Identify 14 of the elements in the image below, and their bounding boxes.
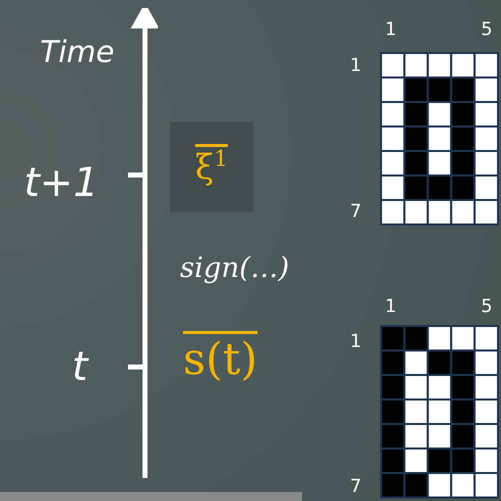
axis-label: s(t) xyxy=(183,338,258,382)
axis-label: 1 xyxy=(350,333,362,351)
axis-label: t+1 xyxy=(24,163,99,203)
axis-label: 5 xyxy=(481,21,492,39)
axis-label: 7 xyxy=(350,478,362,496)
axis-label: sign(…) xyxy=(180,254,290,282)
pattern-symbol: ξ$^{1}$ xyxy=(195,146,228,188)
axis-label: 5 xyxy=(481,298,492,316)
axis-label: 1 xyxy=(350,57,362,75)
axis-label: 1 xyxy=(385,21,396,39)
axis-label: 1 xyxy=(385,298,396,316)
axis-label: 7 xyxy=(350,203,362,221)
axis-label: Time xyxy=(40,38,114,68)
axis-label: t xyxy=(72,347,88,387)
